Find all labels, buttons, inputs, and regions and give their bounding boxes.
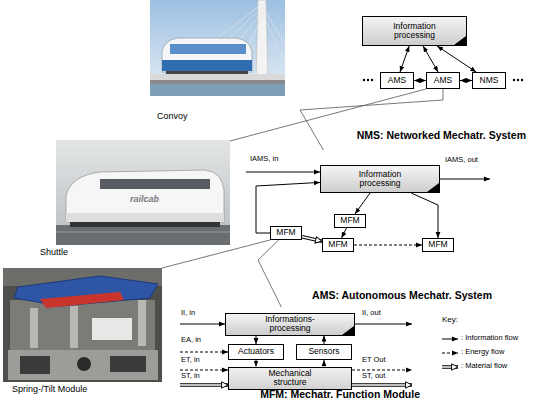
corner-triangle xyxy=(427,183,439,192)
structure-box: Mechanical structure xyxy=(228,367,352,390)
module-box: AMS xyxy=(426,72,460,89)
box-label: MFM xyxy=(340,216,359,225)
shuttle-photo xyxy=(56,140,230,245)
corner-triangle xyxy=(342,326,354,335)
box-label: Actuators xyxy=(238,347,274,356)
box-label: Sensors xyxy=(308,347,339,356)
photo-caption: Spring-/Tilt Module xyxy=(12,385,87,395)
panel-title: AMS: Autonomous Mechatr. System xyxy=(312,290,492,302)
module-box: MFM xyxy=(270,226,302,240)
module-box: Actuators xyxy=(228,344,284,360)
box-label: AMS xyxy=(388,76,406,85)
system-panel: AMS: Autonomous Mechatr. System Informati… xyxy=(241,150,496,304)
module-box: AMS xyxy=(380,72,414,89)
module-box: MFM xyxy=(422,238,454,252)
module-box: MFM xyxy=(322,238,354,252)
system-panel: NMS: Networked Mechatr. System Informatio… xyxy=(286,4,530,144)
box-label: Information processing xyxy=(348,170,412,189)
box-label: MFM xyxy=(328,240,347,249)
module-box: MFM xyxy=(334,214,366,228)
spring-tilt-photo xyxy=(3,268,162,382)
box-label: NMS xyxy=(480,76,499,85)
signal-label: EA, in xyxy=(181,336,201,344)
box-label: MFM xyxy=(428,240,447,249)
processing-box: Information processing xyxy=(362,16,467,46)
signal-label: ST, out xyxy=(362,372,385,380)
signal-label: IAMS, out xyxy=(445,156,478,164)
panel-title: MFM: Mechatr. Function Module xyxy=(260,389,420,401)
legend-text: : Information flow xyxy=(461,334,518,342)
photo-caption: Shuttle xyxy=(40,248,68,258)
processing-box: Information processing xyxy=(320,165,440,193)
signal-label: ST, in xyxy=(181,372,200,380)
signal-label: ET, in xyxy=(181,356,200,364)
legend-text: : Energy flow xyxy=(461,348,504,356)
box-label: AMS xyxy=(434,76,452,85)
box-label: MFM xyxy=(276,228,295,237)
box-label: Information processing xyxy=(383,22,447,41)
photo-caption: railcab xyxy=(130,195,159,205)
box-label: Mechanical structure xyxy=(260,369,320,388)
system-panel: MFM: Mechatr. Function Module Information… xyxy=(176,307,434,403)
corner-triangle xyxy=(454,36,466,45)
signal-label: II, out xyxy=(362,309,381,317)
signal-label: II, in xyxy=(181,309,195,317)
signal-label: IAMS, in xyxy=(250,155,278,163)
module-box: Sensors xyxy=(296,344,352,360)
legend-sample xyxy=(442,339,458,367)
panel-title: NMS: Networked Mechatr. System xyxy=(357,130,526,142)
legend-text: : Material flow xyxy=(461,362,507,370)
module-box: NMS xyxy=(472,72,506,89)
convoy-photo xyxy=(150,0,285,96)
box-label: Informations- processing xyxy=(255,315,325,334)
processing-box: Informations- processing xyxy=(225,313,355,336)
photo-caption: Convoy xyxy=(157,112,188,122)
legend-heading: Key: xyxy=(442,316,458,325)
signal-label: ET Out xyxy=(362,356,386,364)
